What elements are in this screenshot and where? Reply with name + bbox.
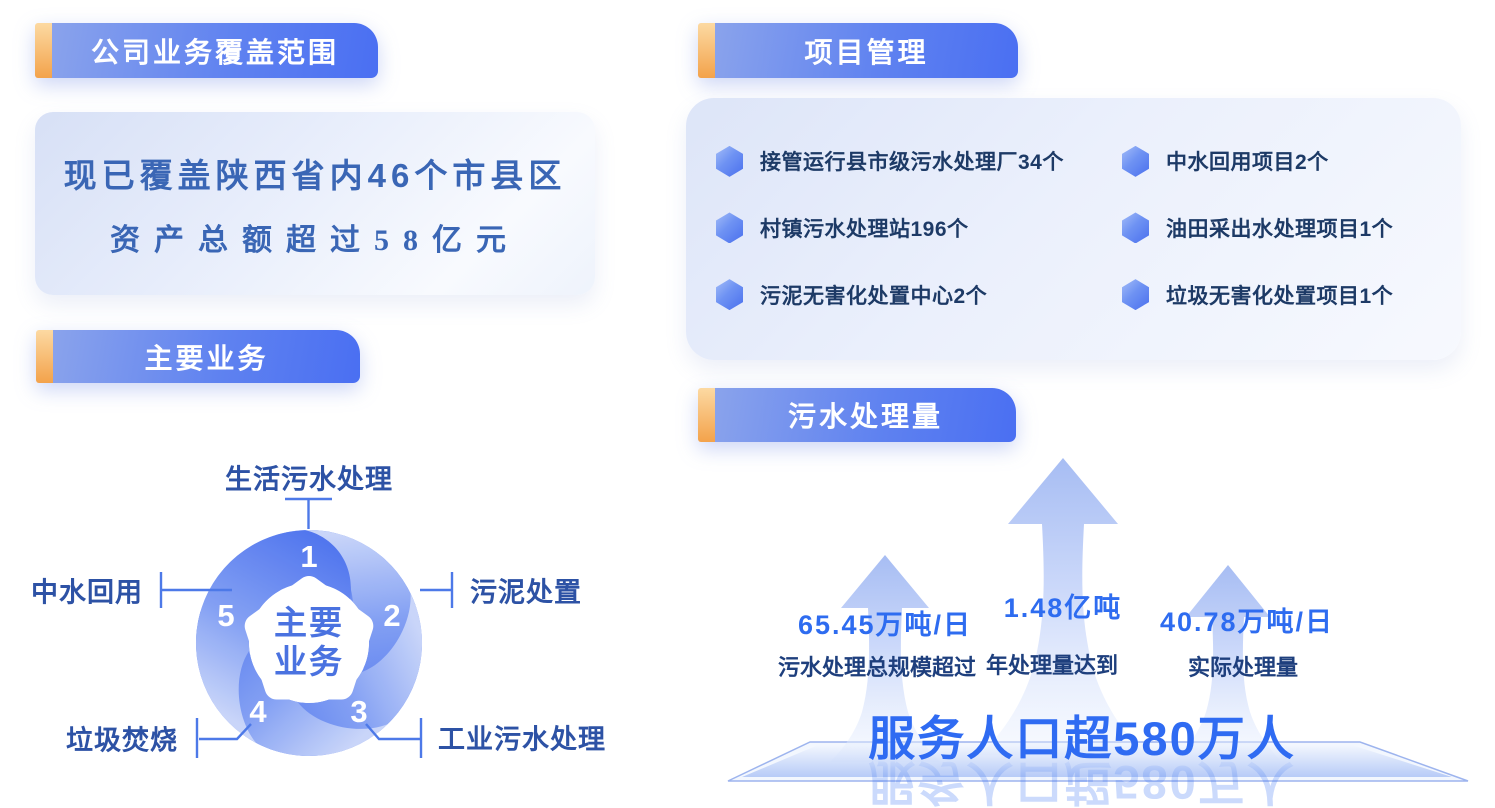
wheel-number-2: 2 bbox=[383, 598, 401, 633]
wheel-number-3: 3 bbox=[350, 694, 368, 729]
stat-value-total-capacity: 65.45万吨/日 bbox=[797, 610, 973, 640]
project-item-label: 油田采出水处理项目1个 bbox=[1166, 217, 1394, 241]
main-business-wheel bbox=[194, 528, 424, 758]
orange-accent-bar bbox=[698, 388, 715, 442]
stat-value-actual-volume: 40.78万吨/日 bbox=[1159, 607, 1335, 637]
project-item: 中水回用项目2个 bbox=[1122, 145, 1441, 177]
project-item: 接管运行县市级污水处理厂34个 bbox=[716, 145, 1122, 177]
hexagon-bullet-icon bbox=[716, 145, 743, 177]
coverage-info-panel: 现已覆盖陕西省内46个市县区 资产总额超过58亿元 bbox=[35, 112, 595, 295]
orange-accent-bar bbox=[698, 23, 715, 78]
wheel-label-water-reuse: 中水回用 bbox=[31, 577, 143, 608]
treatment-arrows-graphic bbox=[727, 458, 1469, 782]
pedestal-fill bbox=[742, 745, 1452, 777]
project-item-label: 接管运行县市级污水处理厂34个 bbox=[760, 151, 1064, 175]
project-item-label: 垃圾无害化处置项目1个 bbox=[1166, 284, 1394, 308]
served-population-headline: 服务人口超580万人 bbox=[868, 712, 1296, 765]
main-business-section-header: 主要业务 bbox=[36, 330, 360, 383]
wheel-label-industrial-sewage: 工业污水处理 bbox=[438, 724, 606, 755]
wheel-label-domestic-sewage: 生活污水处理 bbox=[225, 464, 393, 495]
hexagon-bullet-icon bbox=[1122, 212, 1149, 244]
project-item-label: 村镇污水处理站196个 bbox=[760, 217, 969, 241]
stat-label-annual-volume: 年处理量达到 bbox=[985, 653, 1119, 678]
treatment-section-header: 污水处理量 bbox=[698, 388, 1016, 442]
hexagon-bullet-icon bbox=[1122, 279, 1149, 311]
wheel-label-sludge-disposal: 污泥处置 bbox=[470, 577, 582, 608]
wheel-center-line2: 业务 bbox=[274, 643, 344, 680]
projects-section-title: 项目管理 bbox=[715, 23, 1018, 78]
coverage-section-header: 公司业务覆盖范围 bbox=[35, 23, 378, 78]
swirl-wheel-graphic bbox=[195, 529, 423, 757]
coverage-section-title: 公司业务覆盖范围 bbox=[52, 23, 378, 78]
hexagon-bullet-icon bbox=[716, 212, 743, 244]
wheel-number-4: 4 bbox=[249, 694, 267, 729]
wheel-connector-lines bbox=[159, 497, 454, 758]
main-business-section-title: 主要业务 bbox=[53, 330, 360, 383]
stat-value-annual-volume: 1.48亿吨 bbox=[1003, 593, 1123, 623]
wheel-number-1: 1 bbox=[300, 539, 318, 574]
orange-accent-bar bbox=[35, 23, 52, 78]
stat-label-actual-volume: 实际处理量 bbox=[1187, 655, 1299, 680]
project-item: 村镇污水处理站196个 bbox=[716, 212, 1122, 244]
wheel-label-waste-incineration: 垃圾焚烧 bbox=[66, 725, 178, 756]
coverage-line1: 现已覆盖陕西省内46个市县区 bbox=[63, 156, 567, 194]
arrow-up-right bbox=[1176, 565, 1280, 760]
wheel-center-caption: 主要 业务 bbox=[274, 604, 344, 682]
wheel-number-5: 5 bbox=[217, 598, 235, 633]
stat-label-total-capacity: 污水处理总规模超过 bbox=[777, 655, 977, 680]
arrow-up-center bbox=[979, 458, 1147, 755]
project-item: 垃圾无害化处置项目1个 bbox=[1122, 279, 1441, 311]
arrow-up-left bbox=[830, 555, 940, 762]
hexagon-bullet-icon bbox=[716, 279, 743, 311]
project-item-label: 污泥无害化处置中心2个 bbox=[760, 284, 988, 308]
hexagon-bullet-icon bbox=[1122, 145, 1149, 177]
orange-accent-bar bbox=[36, 330, 53, 383]
project-item-label: 中水回用项目2个 bbox=[1166, 151, 1329, 175]
treatment-section-title: 污水处理量 bbox=[715, 388, 1016, 442]
project-item: 污泥无害化处置中心2个 bbox=[716, 279, 1122, 311]
projects-panel: 接管运行县市级污水处理厂34个 中水回用项目2个 村镇污水处理站196个 油田采… bbox=[686, 98, 1461, 360]
coverage-line2: 资产总额超过58亿元 bbox=[110, 223, 520, 257]
project-item: 油田采出水处理项目1个 bbox=[1122, 212, 1441, 244]
wheel-center-pentagon bbox=[244, 576, 374, 700]
projects-section-header: 项目管理 bbox=[698, 23, 1018, 78]
wheel-center-line1: 主要 bbox=[274, 604, 344, 642]
